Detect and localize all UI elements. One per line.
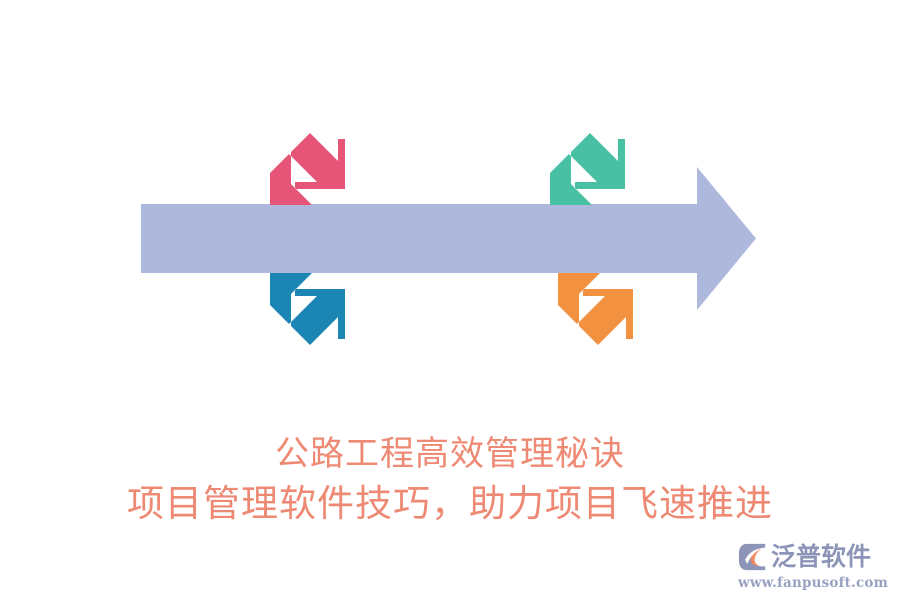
- branch-arrow-pink: [270, 133, 345, 205]
- process-flow-arrow-diagram: [141, 133, 756, 345]
- branch-arrow-orange: [558, 273, 633, 345]
- branch-arrow-blue: [270, 273, 345, 345]
- main-flow-arrow: [141, 167, 756, 310]
- caption-line-primary: 公路工程高效管理秘诀: [275, 434, 625, 474]
- fanpu-swoosh-logo-icon: [738, 542, 768, 572]
- diagram-svg: [141, 133, 756, 345]
- logo-row: 泛普软件: [738, 540, 886, 574]
- logo-url: www.fanpusoft.com: [738, 575, 889, 591]
- fanpu-swoosh-logo-glyph: [738, 543, 766, 571]
- caption-block: 公路工程高效管理秘诀 项目管理软件技巧，助力项目飞速推进: [0, 430, 900, 530]
- logo-wordmark: 泛普软件: [771, 542, 872, 571]
- brand-logo[interactable]: 泛普软件 www.fanpusoft.com: [738, 540, 889, 592]
- caption-line-secondary: 项目管理软件技巧，助力项目飞速推进: [127, 482, 773, 525]
- branch-arrow-green: [550, 133, 625, 205]
